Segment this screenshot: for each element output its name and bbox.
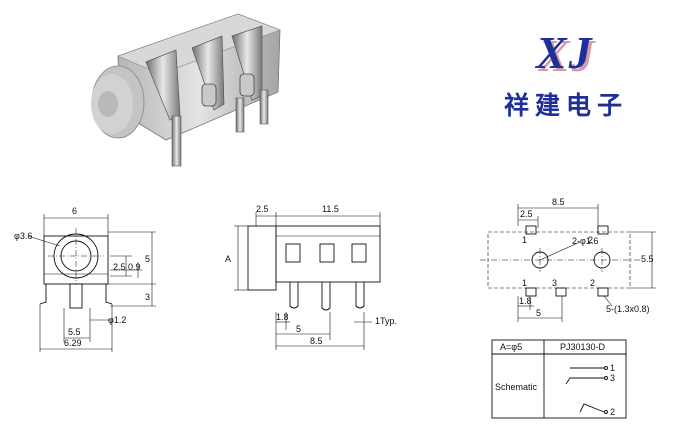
- schematic-terminal: 3: [610, 373, 615, 383]
- pcb-pin-label: 1: [522, 235, 527, 245]
- front-dim-pin: φ1.2: [108, 315, 126, 325]
- pcb-pin-label: 2: [588, 235, 593, 245]
- side-dim-thickness: 1Typ.: [375, 316, 397, 326]
- spec-cell-model: PJ30130-D: [560, 342, 606, 352]
- pcb-dim-height: 5.5: [641, 254, 654, 264]
- front-view: 6 φ3.6 5 2.5 0.9: [14, 206, 156, 352]
- company-logo-latin: XJ: [536, 27, 594, 78]
- pcb-pin-label: 1: [522, 278, 527, 288]
- jack-schematic: 1 3 2: [565, 363, 615, 417]
- front-dim-a: 2.5: [113, 262, 126, 272]
- front-dim-width: 6: [72, 206, 77, 216]
- front-dim-hole: φ3.6: [14, 231, 32, 241]
- front-dim-b: 0.9: [128, 262, 141, 272]
- pcb-dim-holes: 2-φ1.6: [572, 236, 598, 246]
- side-dim-pin-width: 1.8: [276, 312, 289, 322]
- front-dim-overall: 6.29: [64, 338, 82, 348]
- side-dim-body: 11.5: [322, 204, 339, 214]
- pcb-dim-pitch: 5: [536, 308, 541, 318]
- front-dim-d: 3: [145, 292, 150, 302]
- pcb-dim-width: 8.5: [552, 197, 565, 207]
- pcb-slot-note: 5-(1.3x0.8): [606, 304, 650, 314]
- pcb-pin-label: 3: [552, 278, 557, 288]
- schematic-terminal: 2: [610, 407, 615, 417]
- front-dim-pitch: 5.5: [68, 327, 81, 337]
- pcb-dim-pad: 1.8: [519, 296, 532, 306]
- side-view: 2.5 11.5 A 1.8 5: [225, 204, 397, 350]
- spec-row-label: Schematic: [495, 382, 538, 392]
- pcb-pin-label: 2: [590, 278, 595, 288]
- spec-table: A=φ5 PJ30130-D Schematic 1 3 2: [491, 339, 627, 419]
- schematic-terminal: 1: [610, 363, 615, 373]
- front-dim-height: 5: [145, 254, 150, 264]
- side-dim-front: 2.5: [256, 204, 269, 214]
- pcb-layout: 8.5 2.5 2-φ1.6 1 2 1 3 2: [480, 197, 656, 322]
- side-dim-overall: 8.5: [310, 336, 323, 346]
- pcb-dim-offset: 2.5: [520, 209, 533, 219]
- side-dim-pin-pos: 5: [296, 324, 301, 334]
- spec-cell-a: A=φ5: [500, 342, 522, 352]
- company-logo-chinese: 祥建电子: [504, 91, 629, 120]
- side-dim-height: A: [225, 254, 231, 264]
